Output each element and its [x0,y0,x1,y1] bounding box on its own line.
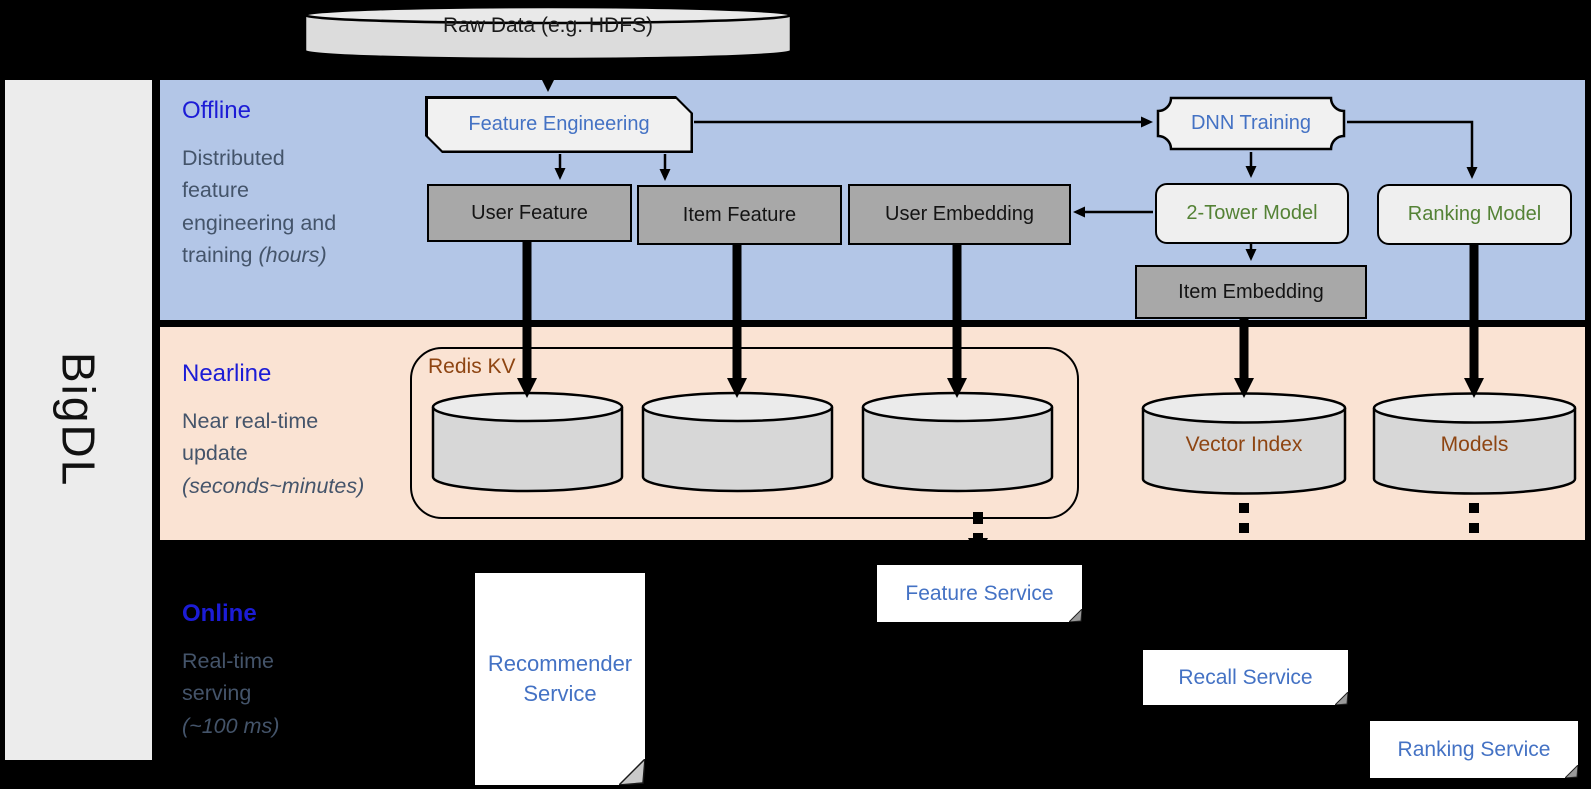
ranking-model-node: Ranking Model [1377,184,1572,245]
feature-service-label: Feature Service [905,581,1054,605]
bigdl-sidebar: BigDL [5,80,152,760]
online-subtitle: Real-time serving (~100 ms) [182,645,300,742]
recommender-folded-corner-icon [619,759,645,785]
nearline-title: Nearline [182,360,272,387]
redis-cylinder-2 [641,391,834,493]
recall-service-folded-corner-icon [1335,692,1348,705]
feature-engineering-label: Feature Engineering [468,113,650,135]
ranking-service-page [1370,721,1578,778]
nearline-subtitle-italic: (seconds~minutes) [182,473,365,498]
feature-service-folded-corner-icon [1069,609,1082,622]
online-subtitle-italic: (~100 ms) [182,713,280,738]
dnn-training-plaque [1156,96,1346,151]
redis-cylinder-1 [431,391,624,493]
user-embedding-node: User Embedding [848,184,1071,245]
nearline-subtitle-text: Near real-time update [182,409,319,466]
redis-kv-container [410,347,1079,519]
recall-service-node: Recall Service [1143,650,1348,705]
redis-cylinder-3 [861,391,1054,493]
dnn-training-node: DNN Training [1156,96,1346,151]
item-feature-node: Item Feature [637,185,842,245]
recommender-service-page [475,573,645,785]
ranking-service-node: Ranking Service [1370,721,1578,778]
user-feature-node: User Feature [427,184,632,242]
feature-engineering-node: Feature Engineering [425,96,693,153]
feature-engineering-fill [428,99,691,151]
recommender-service-label: Recommender Service [487,651,633,706]
models-label: Models [1440,433,1509,456]
feature-service-node: Feature Service [877,565,1082,622]
vector-index-cylinder [1141,392,1347,495]
offline-title: Offline [182,97,251,124]
nearline-subtitle: Near real-time update (seconds~minutes) [182,405,370,502]
feature-service-page [877,565,1082,622]
two-tower-model-node: 2-Tower Model [1155,183,1349,244]
ranking-service-label: Ranking Service [1397,737,1551,761]
offline-subtitle-text: Distributed feature engineering and trai… [182,146,337,267]
models-cylinder [1372,392,1577,495]
recall-service-page [1143,650,1348,705]
offline-subtitle-italic: (hours) [258,242,327,267]
redis-kv-label: Redis KV [428,355,516,378]
recommender-service-node: Recommender Service [475,573,645,785]
vector-index-label: Vector Index [1185,433,1303,456]
raw-data-label: Raw Data (e.g. HDFS) [442,14,654,37]
offline-subtitle: Distributed feature engineering and trai… [182,142,350,271]
ranking-service-folded-corner-icon [1565,765,1578,778]
dnn-training-label: DNN Training [1190,112,1312,134]
recall-service-label: Recall Service [1178,665,1313,689]
online-subtitle-text: Real-time serving [182,649,274,706]
bigdl-label: BigDL [52,352,105,488]
item-embedding-node: Item Embedding [1135,265,1367,319]
online-title: Online [182,600,257,627]
